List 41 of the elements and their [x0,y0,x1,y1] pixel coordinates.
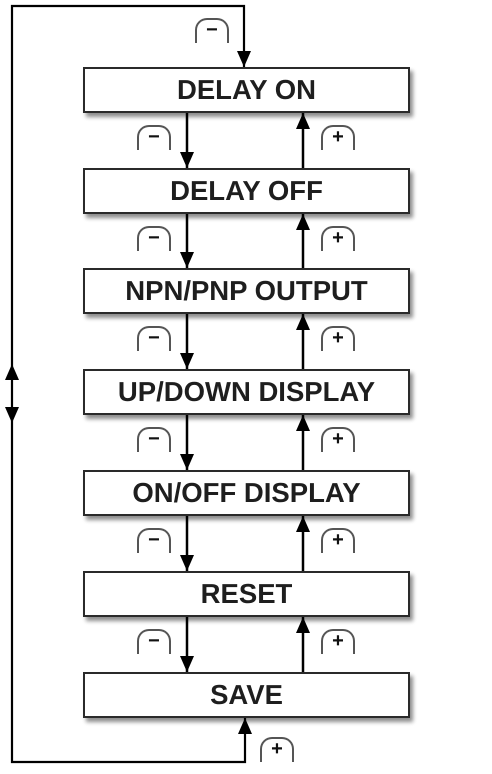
state-label: RESET [200,578,292,610]
arrow [180,214,194,268]
state-label: ON/OFF DISPLAY [132,477,361,509]
key-label: − [137,427,171,452]
key-label: − [137,629,171,654]
state-label: NPN/PNP OUTPUT [125,275,368,307]
state-box [83,369,410,415]
state-box [83,67,410,113]
arrow [180,516,194,571]
arrow [296,214,310,268]
state-box [83,470,410,516]
arrow [180,314,194,369]
key-label: + [321,427,355,452]
key-label: − [137,326,171,351]
arrow [296,617,310,672]
arrow [180,617,194,672]
state-label: DELAY OFF [170,175,323,207]
arrow [296,415,310,470]
key-label: + [260,737,294,762]
arrow [296,314,310,369]
state-label: UP/DOWN DISPLAY [118,376,376,408]
state-label: SAVE [210,679,283,711]
state-box [83,168,410,214]
key-label: + [321,629,355,654]
state-box [83,571,410,617]
arrow [296,113,310,168]
arrow [180,415,194,470]
arrow [296,516,310,571]
key-label: + [321,125,355,150]
key-label: + [321,326,355,351]
key-label: + [321,528,355,553]
key-label: + [321,226,355,251]
key-label: − [195,18,229,43]
key-label: − [137,125,171,150]
state-box [83,672,410,718]
key-label: − [137,528,171,553]
state-label: DELAY ON [176,74,316,106]
key-label: − [137,226,171,251]
state-box [83,268,410,314]
arrow [180,113,194,168]
loop-arrow [5,4,252,764]
